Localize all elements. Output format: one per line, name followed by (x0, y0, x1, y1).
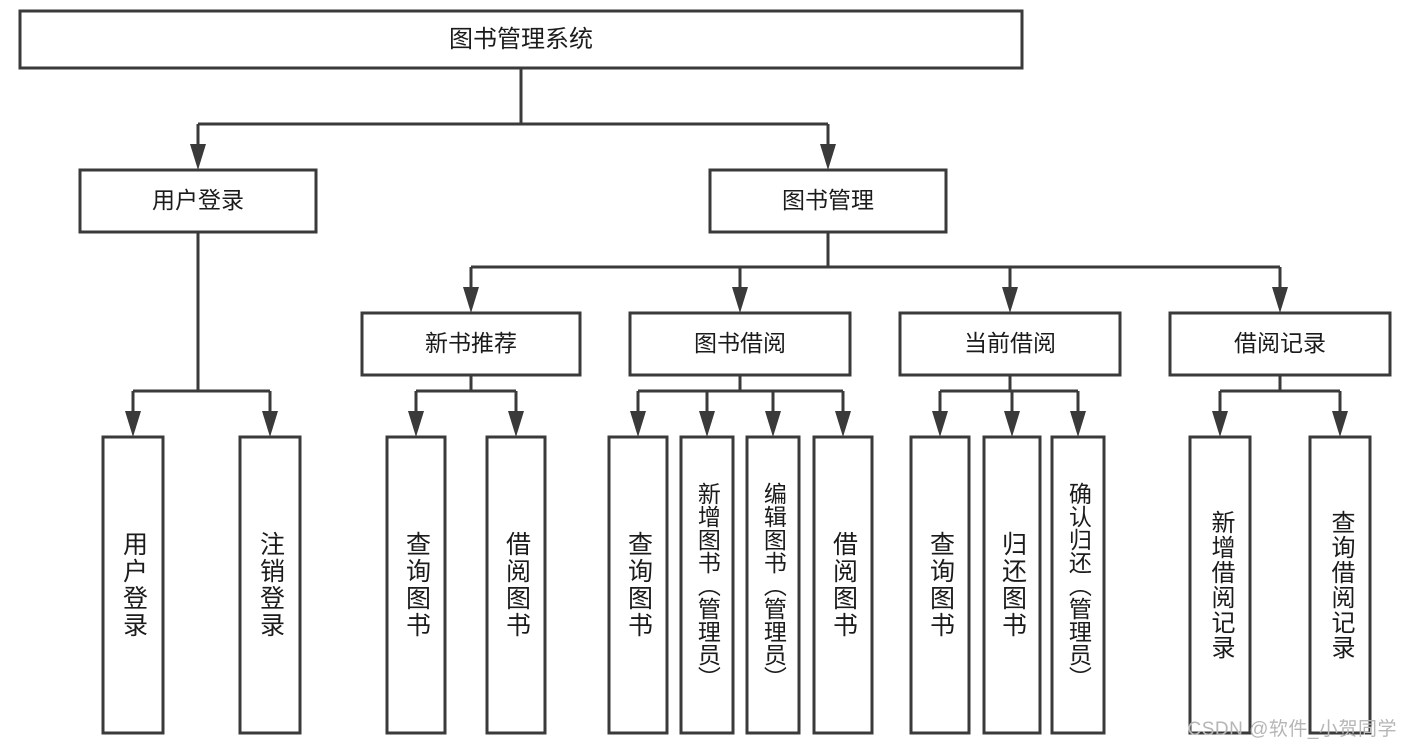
node-label: 用户登录 (152, 187, 244, 213)
edge-borrowrecord-to-leaves (1212, 375, 1348, 437)
leaf-box[interactable] (1188, 435, 1252, 735)
node-leaf-query-record[interactable] (1308, 435, 1372, 735)
node-leaf-return-book[interactable] (982, 435, 1042, 735)
arrow-head-icon (732, 287, 748, 313)
arrow-head-icon (408, 411, 424, 437)
arrow-head-icon (1004, 411, 1020, 437)
node-leaf-confirm-return[interactable] (1050, 435, 1106, 735)
arrow-head-icon (1002, 287, 1018, 313)
node-box[interactable] (78, 168, 318, 234)
arrow-head-icon (1332, 411, 1348, 437)
node-new-book-rec[interactable]: 新书推荐 (360, 311, 582, 377)
arrow-head-icon (835, 411, 851, 437)
leaf-box[interactable] (745, 435, 801, 735)
leaf-box[interactable] (1308, 435, 1372, 735)
arrow-head-icon (508, 411, 524, 437)
leaf-box[interactable] (1050, 435, 1106, 735)
edge-bookborrow-to-leaves (630, 375, 851, 437)
node-box[interactable] (628, 311, 852, 377)
node-label: 图书管理 (782, 187, 874, 213)
node-leaf-edit-book[interactable] (745, 435, 801, 735)
arrow-head-icon (1070, 411, 1086, 437)
edge-newbook-to-leaves (408, 375, 524, 437)
node-borrow-record[interactable]: 借阅记录 (1168, 311, 1392, 377)
leaf-box[interactable] (101, 435, 165, 735)
arrow-head-icon (190, 144, 206, 170)
node-box[interactable] (708, 168, 948, 234)
node-label: 当前借阅 (964, 330, 1056, 356)
node-leaf-borrow-book-2[interactable] (812, 435, 874, 735)
leaf-box[interactable] (679, 435, 735, 735)
leaf-box[interactable] (812, 435, 874, 735)
edge-bookmanage-to-level3 (463, 232, 1288, 313)
node-user-login[interactable]: 用户登录 (78, 168, 318, 234)
edge-currentborrow-to-leaves (932, 375, 1086, 437)
arrow-head-icon (765, 411, 781, 437)
node-leaf-user-login[interactable] (101, 435, 165, 735)
node-leaf-query-book-1[interactable] (385, 435, 447, 735)
arrow-head-icon (1272, 287, 1288, 313)
node-book-manage[interactable]: 图书管理 (708, 168, 948, 234)
node-book-borrow[interactable]: 图书借阅 (628, 311, 852, 377)
arrow-head-icon (463, 287, 479, 313)
node-leaf-query-book-3[interactable] (909, 435, 971, 735)
node-box[interactable] (1168, 311, 1392, 377)
node-box[interactable] (18, 9, 1024, 70)
node-label: 图书借阅 (694, 330, 786, 356)
node-label: 借阅记录 (1234, 330, 1326, 356)
arrow-head-icon (699, 411, 715, 437)
node-label: 新书推荐 (425, 330, 517, 356)
watermark-text: CSDN @软件_小贺同学 (1187, 719, 1397, 740)
node-root[interactable]: 图书管理系统 (18, 9, 1024, 70)
node-current-borrow[interactable]: 当前借阅 (898, 311, 1122, 377)
leaf-box[interactable] (238, 435, 302, 735)
node-leaf-borrow-book-1[interactable] (485, 435, 547, 735)
arrow-head-icon (262, 411, 278, 437)
node-leaf-add-book[interactable] (679, 435, 735, 735)
node-leaf-query-book-2[interactable] (607, 435, 669, 735)
leaf-box[interactable] (385, 435, 447, 735)
node-leaf-add-record[interactable] (1188, 435, 1252, 735)
node-leaf-logout[interactable] (238, 435, 302, 735)
node-box[interactable] (898, 311, 1122, 377)
arrow-head-icon (125, 411, 141, 437)
node-label: 图书管理系统 (449, 26, 593, 53)
arrow-head-icon (820, 144, 836, 170)
leaf-box[interactable] (909, 435, 971, 735)
edge-userlogin-to-leaves (125, 232, 278, 437)
edge-root-to-level2 (190, 68, 836, 170)
arrow-head-icon (630, 411, 646, 437)
leaf-box[interactable] (982, 435, 1042, 735)
leaf-box[interactable] (485, 435, 547, 735)
node-box[interactable] (360, 311, 582, 377)
arrow-head-icon (1212, 411, 1228, 437)
leaf-box[interactable] (607, 435, 669, 735)
arrow-head-icon (932, 411, 948, 437)
